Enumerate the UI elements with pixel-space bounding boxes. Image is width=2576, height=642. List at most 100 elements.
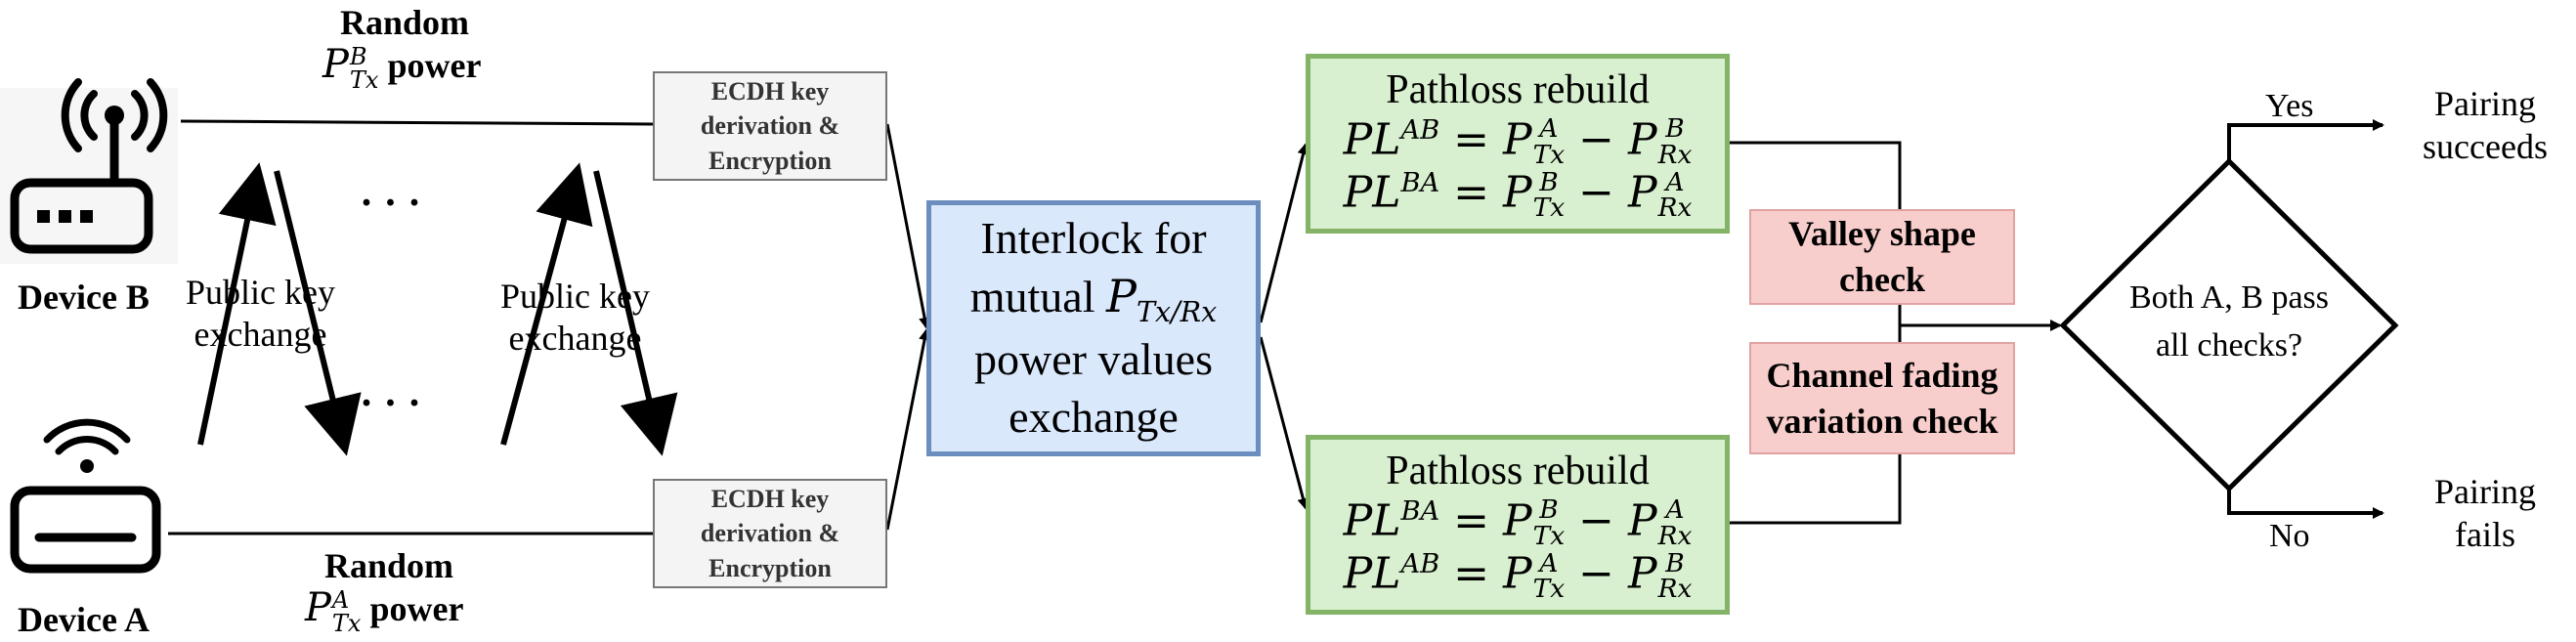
- pb-eq2-lhs-sup: AB: [1400, 549, 1440, 580]
- pb-eq2-p1-sup: A: [1539, 547, 1559, 578]
- pt-eq2-p1-sup: B: [1539, 166, 1559, 197]
- fails-line2: fails: [2455, 514, 2515, 554]
- pt-eq1-p1-sup: A: [1539, 113, 1559, 145]
- pt-eq1-lhs: PL: [1343, 114, 1401, 165]
- bottom-random-sup: A: [331, 585, 350, 614]
- bottom-random-sub: Tx: [331, 609, 362, 637]
- public-key-exchange-right: Public key exchange: [500, 276, 650, 360]
- pairing-succeeds: Pairing succeeds: [2402, 83, 2568, 169]
- line-deviceb-ecdh: [180, 119, 654, 126]
- ecdh-bottom-line3: Encryption: [708, 553, 832, 582]
- public-key-exchange-left: Public key exchange: [186, 272, 335, 356]
- interlock-line1: Interlock for: [980, 213, 1207, 264]
- pairing-fails: Pairing fails: [2402, 471, 2568, 557]
- pt-eq1-p2-sub: Rx: [1657, 139, 1693, 170]
- interlock-line2-sub: Tx/Rx: [1136, 296, 1218, 329]
- interlock-line2: mutual PTx/Rx: [970, 268, 1217, 331]
- ecdh-bottom-line2: derivation &: [700, 519, 840, 548]
- pb-eq2-p1-sub: Tx: [1532, 574, 1566, 605]
- ecdh-box-bottom: ECDH key derivation & Encryption: [653, 479, 887, 588]
- interlock-line3: power values: [974, 333, 1213, 384]
- pt-eq1-p1-sub: Tx: [1532, 139, 1566, 170]
- decision-text: Both A, B pass all checks?: [2112, 274, 2346, 370]
- ellipsis-bottom: · · ·: [360, 381, 422, 426]
- pt-eq2-lhs-sup: BA: [1400, 168, 1440, 199]
- line-ecdh-bottom-interlock: [885, 328, 930, 531]
- pb-eq1-p2-sup: A: [1665, 494, 1685, 526]
- pt-eq2-p1-sub: Tx: [1532, 193, 1566, 224]
- fails-line1: Pairing: [2434, 472, 2536, 511]
- interlock-line2-prefix: mutual: [969, 272, 1107, 322]
- pb-eq1-lhs-sup: BA: [1400, 495, 1440, 527]
- pb-eq1-p2-sub: Rx: [1657, 520, 1693, 551]
- pb-eq1-p1-sub: Tx: [1532, 520, 1566, 551]
- top-random-math: P: [322, 42, 349, 87]
- interlock-line2-math: P: [1106, 270, 1137, 323]
- device-b-label: Device B: [18, 278, 150, 317]
- arrow-up-left: [197, 162, 277, 446]
- arrow-up-right: [500, 162, 593, 446]
- pb-eq2-lhs: PL: [1343, 548, 1401, 599]
- bottom-random-label: Random: [324, 546, 454, 585]
- bottom-random-math: P: [305, 585, 331, 630]
- router-icon: [0, 78, 178, 264]
- right-exchange-line1: Public key: [500, 277, 650, 316]
- no-label: No: [2269, 518, 2310, 554]
- ecdh-bottom-line1: ECDH key: [710, 485, 830, 514]
- fading-check-box: Channel fading variation check: [1749, 342, 2015, 454]
- line-yes: [2227, 119, 2384, 161]
- pt-eq1-p2-sup: B: [1665, 113, 1685, 145]
- fading-line2: variation check: [1766, 401, 1998, 441]
- line-no: [2227, 489, 2384, 519]
- top-random-label: Random: [340, 3, 470, 42]
- top-random-sub: Tx: [349, 65, 379, 94]
- pb-eq1-lhs: PL: [1343, 495, 1401, 546]
- pt-eq2-lhs: PL: [1343, 167, 1401, 218]
- succeeds-line2: succeeds: [2423, 126, 2548, 166]
- succeeds-line1: Pairing: [2434, 84, 2536, 123]
- interlock-line4: exchange: [1009, 391, 1179, 442]
- valley-line2: check: [1839, 260, 1925, 299]
- valley-check-box: Valley shape check: [1749, 209, 2015, 305]
- yes-label: Yes: [2265, 88, 2314, 124]
- ellipsis-top: · · ·: [360, 181, 422, 226]
- device-a-label: Device A: [18, 600, 150, 639]
- pt-eq2-p2-sub: Rx: [1657, 193, 1693, 224]
- ecdh-top-line1: ECDH key: [710, 77, 830, 107]
- right-exchange-line2: exchange: [508, 319, 642, 359]
- top-random-sup: B: [349, 42, 367, 70]
- pb-eq2-p2-sub: Rx: [1657, 574, 1693, 605]
- top-random-suffix: power: [378, 46, 482, 85]
- ecdh-box-top: ECDH key derivation & Encryption: [653, 71, 887, 181]
- line-interlock-pathloss-bottom: [1259, 336, 1309, 510]
- pathloss-top-title: Pathloss rebuild: [1386, 67, 1650, 113]
- ecdh-top-line3: Encryption: [708, 146, 832, 175]
- wifi-device-icon: [10, 418, 161, 574]
- left-exchange-line2: exchange: [193, 315, 327, 355]
- pt-eq1-lhs-sup: AB: [1400, 114, 1440, 146]
- arrow-down-right: [593, 170, 678, 456]
- decision-line1: Both A, B pass: [2128, 279, 2330, 316]
- valley-line1: Valley shape: [1788, 214, 1976, 254]
- pt-eq2-p2-sup: A: [1665, 166, 1685, 197]
- ecdh-top-line2: derivation &: [700, 111, 840, 141]
- line-interlock-pathloss-top: [1259, 143, 1309, 323]
- interlock-box: Interlock for mutual PTx/Rx power values…: [926, 200, 1261, 456]
- pathloss-bottom-title: Pathloss rebuild: [1386, 449, 1650, 494]
- pb-eq2-p2-sup: B: [1665, 547, 1685, 578]
- line-ecdh-top-interlock: [885, 123, 931, 329]
- pb-eq1-p1-sup: B: [1539, 494, 1559, 526]
- left-exchange-line1: Public key: [186, 273, 335, 312]
- decision-line2: all checks?: [2155, 327, 2303, 364]
- bottom-random-suffix: power: [361, 589, 464, 628]
